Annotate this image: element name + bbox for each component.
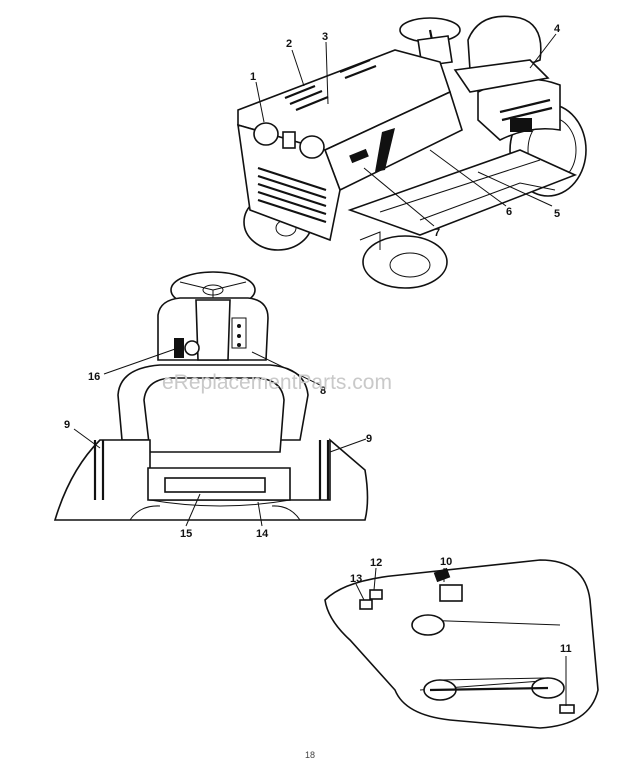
callout-7: 7: [434, 227, 440, 239]
callout-11: 11: [560, 643, 572, 655]
callout-10: 10: [440, 556, 452, 568]
callout-2: 2: [286, 38, 292, 50]
tractor-illustration: [237, 15, 587, 289]
hood-vents: [284, 58, 377, 112]
callout-3: 3: [322, 31, 328, 43]
callout-9-left: 9: [64, 419, 70, 431]
callout-16: 16: [88, 371, 100, 383]
grille-slats: [257, 166, 327, 224]
callout-13: 13: [350, 573, 362, 585]
rear-view-illustration: [53, 271, 369, 521]
callout-12: 12: [370, 557, 382, 569]
callout-15: 15: [180, 528, 192, 540]
mower-deck-illustration: [324, 559, 599, 729]
callout-5: 5: [554, 208, 560, 220]
page-number: 18: [305, 750, 315, 759]
callout-labels: 1 2 3 4 5 6 7 8 9 9 10 11 12 13 14 15 16: [64, 23, 572, 655]
leader-lines: [73, 33, 567, 706]
callout-4: 4: [554, 23, 561, 35]
callout-14: 14: [256, 528, 269, 540]
callout-1: 1: [250, 71, 256, 83]
callout-6: 6: [506, 206, 512, 218]
callout-8: 8: [320, 385, 326, 397]
callout-9-right: 9: [366, 433, 372, 445]
watermark-text: eReplacementParts.com: [162, 371, 392, 394]
